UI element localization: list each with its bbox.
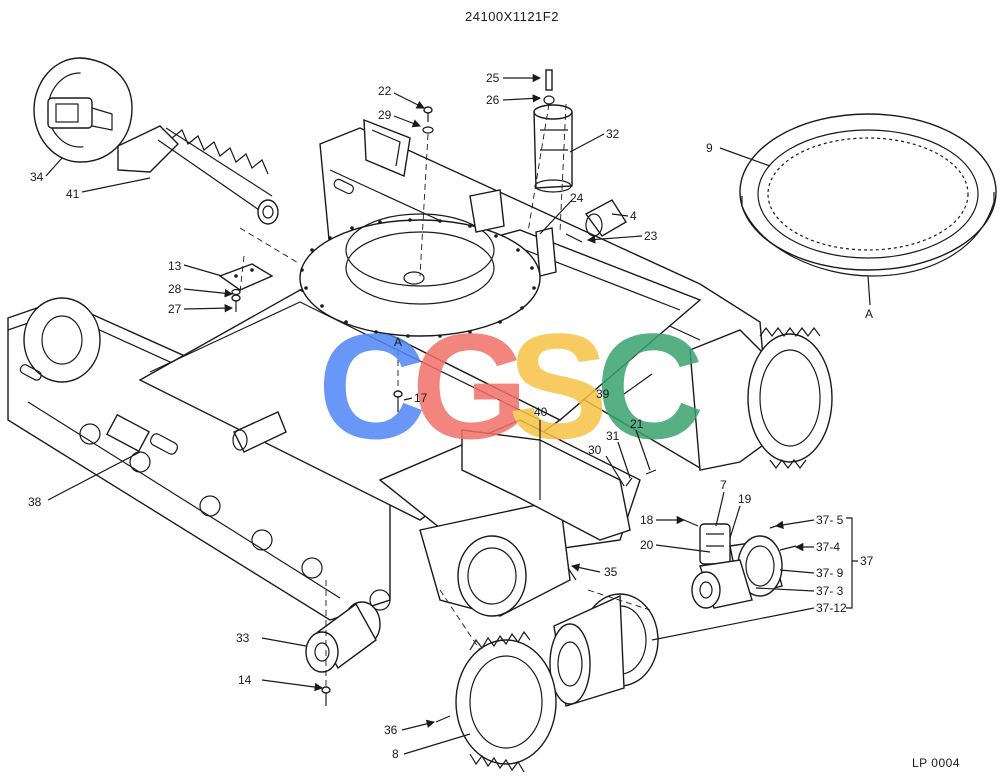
callout-24: 24 [570,191,584,205]
callout-labels: 22 29 25 26 32 9 24 4 23 34 41 13 28 27 … [28,71,874,761]
callout-38: 38 [28,495,42,509]
callout-7: 7 [720,478,727,492]
callout-27: 27 [168,302,182,316]
watermark: C G S C [318,302,704,470]
rear-sprocket-housing [689,327,833,471]
callout-18: 18 [640,513,654,527]
callout-23: 23 [644,229,658,243]
callout-37-3: 37- 3 [816,584,844,598]
callout-37-4: 37-4 [816,540,840,554]
callout-35: 35 [604,565,618,579]
callout-19: 19 [738,492,752,506]
watermark-letter-1: C [318,302,426,470]
track-frame [7,118,771,621]
watermark-letter-3: S [508,302,608,470]
final-drive [549,593,659,707]
track-roller [305,601,381,673]
callout-29: 29 [378,108,392,122]
recoil-spring [117,125,279,225]
callout-32: 32 [606,127,620,141]
callout-41: 41 [66,187,80,201]
mounting-plate [218,263,274,291]
callout-37-5: 37- 5 [816,513,844,527]
callout-13: 13 [168,259,182,273]
cylinder-part [584,199,627,237]
callout-14: 14 [238,673,252,687]
callout-37-9: 37- 9 [816,566,844,580]
page-code: LP 0004 [912,756,960,770]
callout-22: 22 [378,84,392,98]
callout-37-12: 37-12 [816,601,847,615]
idler-wheel [33,57,133,163]
callout-8: 8 [392,747,399,761]
callout-25: 25 [486,71,500,85]
callout-33: 33 [236,631,250,645]
callout-20: 20 [640,538,654,552]
callout-34: 34 [30,170,44,184]
drawing-code: 24100X1121F2 [465,9,559,24]
callout-28: 28 [168,282,182,296]
callout-leaders [45,73,871,755]
watermark-letter-2: G [412,302,529,470]
callout-4: 4 [630,209,637,223]
callout-17: 17 [414,391,428,405]
callout-37: 37 [860,554,874,568]
swivel-joint [533,69,573,193]
callout-9: 9 [706,141,713,155]
callout-a-ring: A [865,307,873,321]
callout-39: 39 [596,387,610,401]
travel-motor-assembly [691,523,783,609]
callout-36: 36 [384,723,398,737]
assembly-lines [239,103,651,686]
callout-40: 40 [534,405,548,419]
swing-ring-gear [739,113,997,277]
callout-31: 31 [606,429,620,443]
callout-26: 26 [486,93,500,107]
callout-21: 21 [630,417,644,431]
callout-30: 30 [588,443,602,457]
watermark-letter-4: C [596,302,704,470]
drive-sprocket [455,630,557,773]
callout-a-upper: A [394,335,402,349]
